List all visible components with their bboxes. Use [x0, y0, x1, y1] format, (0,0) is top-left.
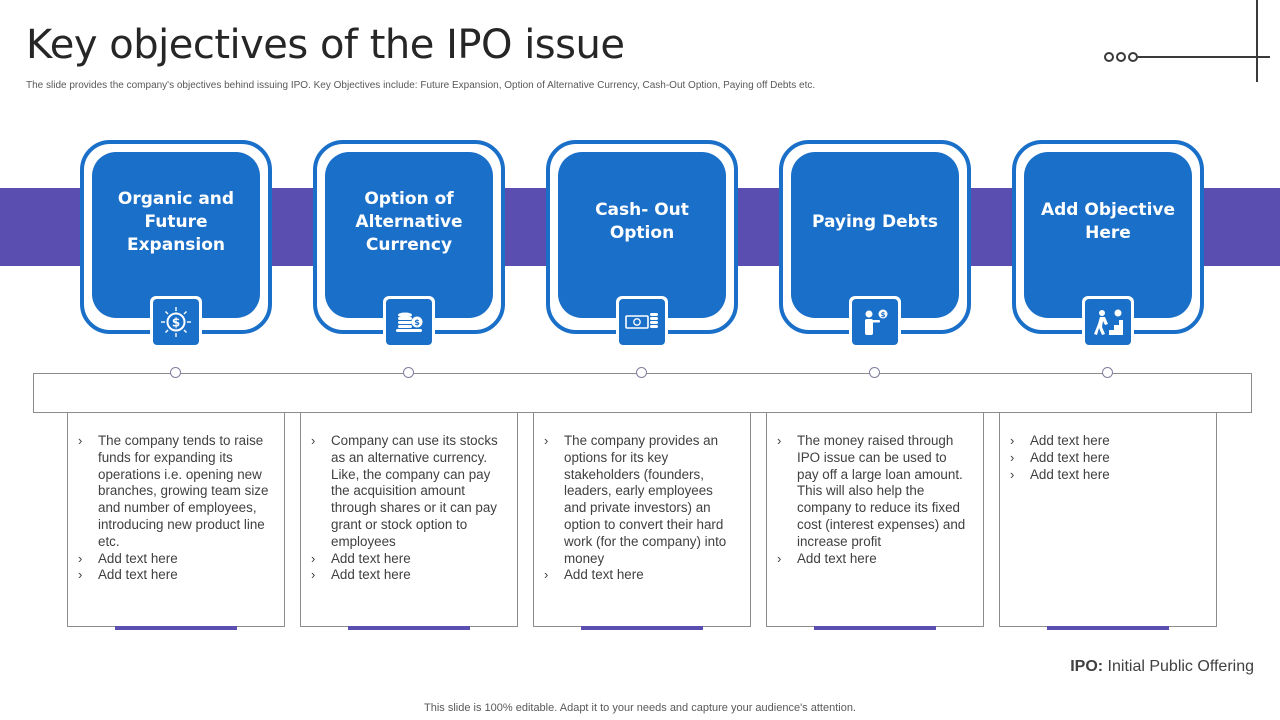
- objective-details-2: Company can use its stocks as an alterna…: [300, 413, 518, 627]
- timeline-marker: [1102, 367, 1113, 378]
- bullet-item: Add text here: [1010, 467, 1204, 484]
- objective-details-5: Add text here Add text here Add text her…: [999, 413, 1217, 627]
- banknote-coins-icon: [616, 296, 668, 348]
- coin-stack-icon: $: [383, 296, 435, 348]
- accent-underbar: [814, 626, 936, 630]
- bullet-item: Add text here: [78, 567, 272, 584]
- objective-label: Add Objective Here: [1040, 200, 1176, 243]
- bullet-item: Add text here: [1010, 433, 1204, 450]
- accent-underbar: [581, 626, 703, 630]
- accent-underbar: [348, 626, 470, 630]
- accent-underbar: [1047, 626, 1169, 630]
- objective-details-3: The company provides an options for its …: [533, 413, 751, 627]
- decorative-line-ornament: [1080, 0, 1280, 90]
- bullet-item: Add text here: [311, 567, 505, 584]
- objective-label: Cash- Out Option: [595, 200, 689, 243]
- timeline-marker: [636, 367, 647, 378]
- objective-details-4: The money raised through IPO issue can b…: [766, 413, 984, 627]
- abbreviation-footnote: IPO: Initial Public Offering: [1070, 658, 1254, 676]
- bullet-item: Add text here: [78, 551, 272, 568]
- bullet-item: Company can use its stocks as an alterna…: [311, 433, 505, 551]
- timeline-marker: [869, 367, 880, 378]
- objective-label: Organic and Future Expansion: [117, 188, 235, 255]
- editable-note: This slide is 100% editable. Adapt it to…: [424, 702, 856, 714]
- bullet-item: Add text here: [777, 551, 971, 568]
- bullet-item: Add text here: [1010, 450, 1204, 467]
- bullet-item: The company provides an options for its …: [544, 433, 738, 567]
- objective-card-2: Option of Alternative Currency: [313, 140, 505, 334]
- footnote-term: IPO:: [1070, 658, 1104, 675]
- objective-details-1: The company tends to raise funds for exp…: [67, 413, 285, 627]
- dollar-coin-icon: $: [150, 296, 202, 348]
- bullet-item: Add text here: [311, 551, 505, 568]
- svg-text:$: $: [881, 311, 886, 319]
- timeline-bar: [33, 373, 1252, 413]
- bullet-item: The money raised through IPO issue can b…: [777, 433, 971, 551]
- objective-label: Option of Alternative Currency: [355, 188, 463, 255]
- page-title: Key objectives of the IPO issue: [26, 22, 625, 68]
- svg-text:$: $: [172, 316, 180, 330]
- bullet-item: The company tends to raise funds for exp…: [78, 433, 272, 551]
- timeline-marker: [403, 367, 414, 378]
- footnote-definition: Initial Public Offering: [1107, 658, 1254, 675]
- person-climbing-stairs-icon: [1082, 296, 1134, 348]
- person-paying-icon: $: [849, 296, 901, 348]
- accent-underbar: [115, 626, 237, 630]
- timeline-marker: [170, 367, 181, 378]
- objective-label: Paying Debts: [811, 211, 939, 232]
- page-subtitle: The slide provides the company's objecti…: [26, 80, 816, 91]
- objective-card-1: Organic and Future Expansion: [80, 140, 272, 334]
- bullet-item: Add text here: [544, 567, 738, 584]
- svg-text:$: $: [414, 318, 420, 327]
